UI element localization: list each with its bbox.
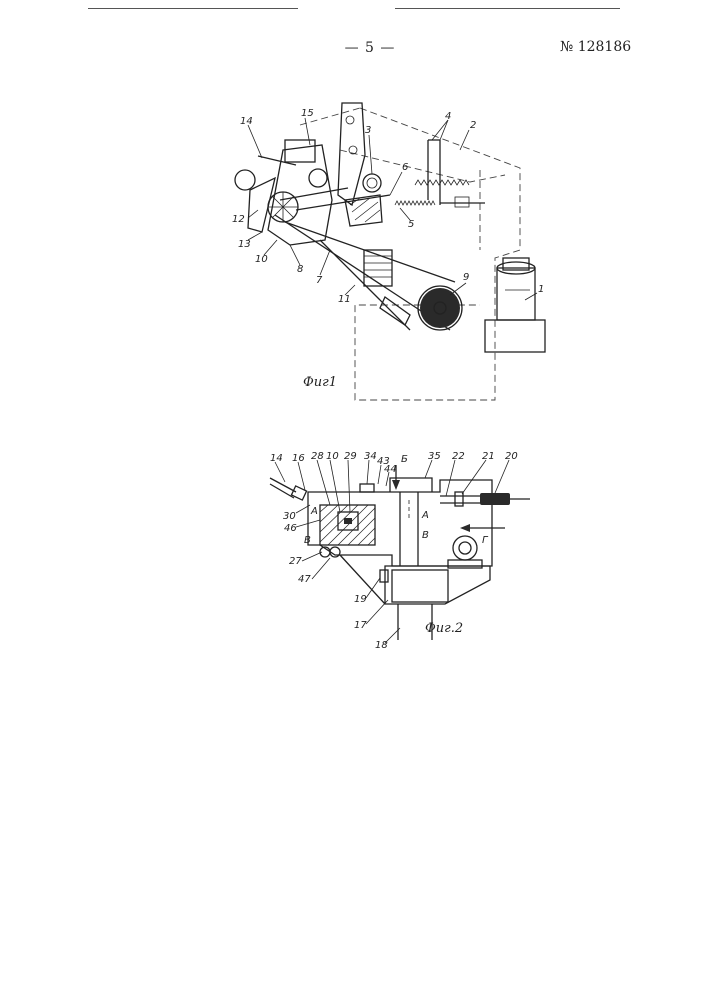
fig1-label-3: 3: [365, 125, 371, 136]
fig1-label-7: 7: [316, 275, 323, 286]
fig2-label-46: 46: [284, 523, 297, 534]
fig2-arrow-g-label: Г: [482, 535, 489, 546]
fig2-label-27: 27: [289, 556, 302, 567]
fig2-label-35: 35: [428, 451, 441, 462]
fig2-label-47: 47: [298, 574, 311, 585]
fig1-label-9: 9: [463, 272, 469, 283]
fig1-label-11: 11: [338, 294, 351, 305]
fig2-label-20: 20: [505, 451, 518, 462]
fig2-label-16: 16: [292, 453, 305, 464]
fig1-label-15: 15: [301, 108, 314, 119]
figure-2-caption: Фиг.2: [425, 621, 463, 636]
figure-1-drawing: 14 15 3 4 2 12 6 5 13 10 8 7 11 9 1 Фиг1: [232, 103, 545, 400]
fig2-label-34: 34: [364, 451, 377, 462]
fig2-label-29: 29: [344, 451, 357, 462]
fig2-label-18: 18: [375, 640, 388, 651]
fig1-label-12: 12: [232, 214, 245, 225]
fig1-label-2: 2: [470, 120, 476, 131]
fig2-label-19: 19: [354, 594, 367, 605]
fig2-label-28: 28: [311, 451, 324, 462]
fig2-label-a-left: A: [310, 506, 318, 517]
fig2-arrow-b-label: Б: [401, 454, 408, 465]
fig2-label-22: 22: [452, 451, 465, 462]
figure-2-drawing: 14 16 28 10 29 34 43 44 35 22 21 20 30 A…: [270, 451, 530, 651]
fig1-label-14: 14: [240, 116, 253, 127]
fig2-label-b-left: B: [304, 535, 311, 546]
fig1-label-4: 4: [445, 111, 451, 122]
fig2-label-17: 17: [354, 620, 367, 631]
fig2-label-44: 44: [384, 464, 397, 475]
fig2-label-21: 21: [482, 451, 495, 462]
figure-1-caption: Фиг1: [303, 375, 337, 390]
fig1-label-13: 13: [238, 239, 251, 250]
fig2-label-10: 10: [326, 451, 339, 462]
fig1-label-5: 5: [408, 219, 414, 230]
fig2-label-30: 30: [283, 511, 296, 522]
fig1-label-8: 8: [297, 264, 303, 275]
fig2-label-a-right: A: [421, 510, 429, 521]
fig1-label-6: 6: [402, 162, 408, 173]
fig1-label-1: 1: [538, 284, 544, 295]
fig2-label-14: 14: [270, 453, 283, 464]
fig2-label-b-right: B: [422, 530, 429, 541]
fig1-label-10: 10: [255, 254, 268, 265]
